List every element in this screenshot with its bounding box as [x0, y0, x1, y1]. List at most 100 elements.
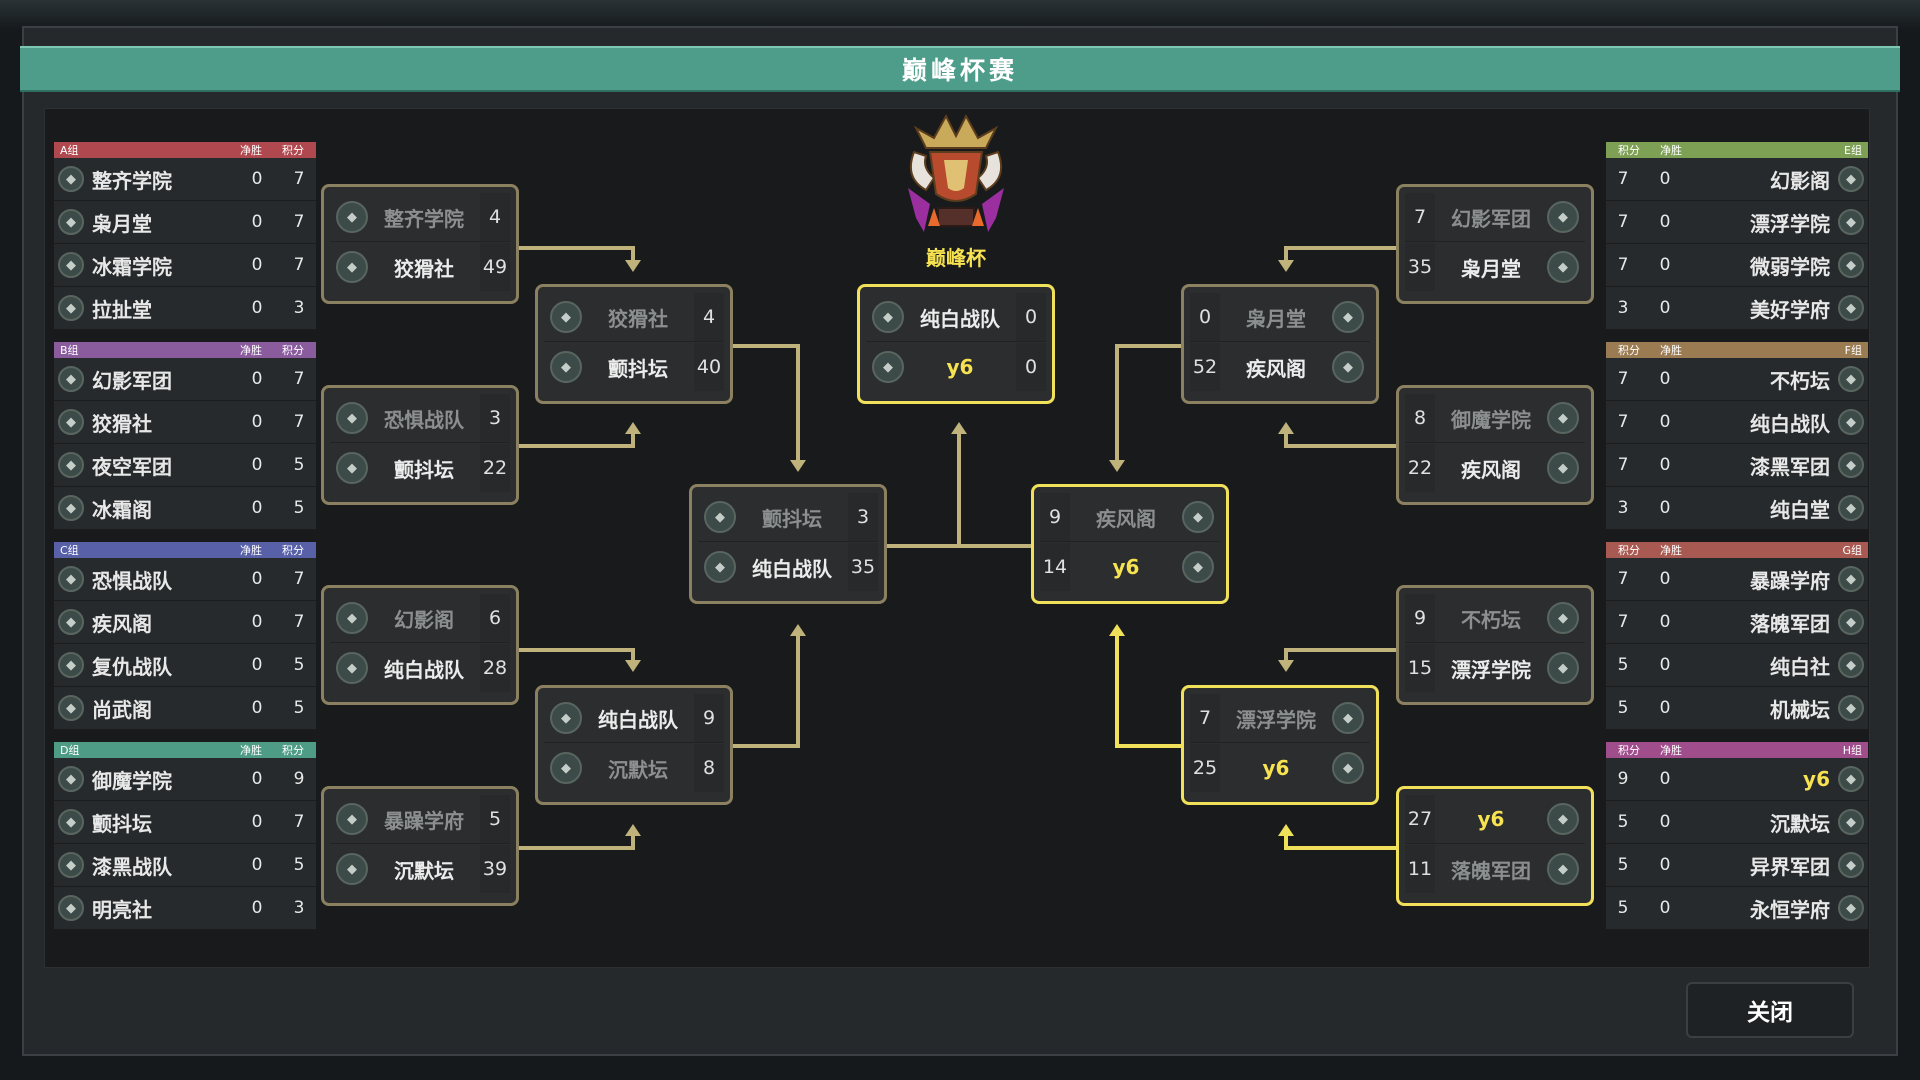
team-name: 纯白堂	[1770, 497, 1830, 522]
team-emblem-icon: ◆	[58, 652, 84, 678]
match-score: 8	[694, 744, 724, 792]
team-emblem-icon: ◆	[1838, 209, 1864, 235]
team-net: 0	[1659, 855, 1671, 875]
team-points: 5	[293, 855, 305, 875]
team-emblem-icon: ◆	[58, 609, 84, 635]
team-emblem-icon: ◆	[1838, 252, 1864, 278]
net-header: 净胜	[240, 144, 262, 157]
team-name: 异界军团	[1750, 854, 1830, 879]
team-net: 0	[251, 455, 263, 475]
team-emblem-icon: ◆	[58, 295, 84, 321]
team-emblem-icon: ◆	[58, 766, 84, 792]
team-name: 枭月堂	[92, 211, 152, 236]
team-name: 微弱学院	[1750, 254, 1830, 279]
team-emblem-icon: ◆	[336, 402, 368, 434]
team-net: 0	[1659, 698, 1671, 718]
match-team-name: 落魄军团	[1451, 858, 1531, 883]
team-net: 0	[251, 212, 263, 232]
team-name: 漆黑战队	[92, 854, 172, 879]
team-net: 0	[1659, 569, 1671, 589]
close-button[interactable]: 关闭	[1686, 982, 1854, 1038]
match-team-name: 纯白战队	[598, 707, 678, 732]
